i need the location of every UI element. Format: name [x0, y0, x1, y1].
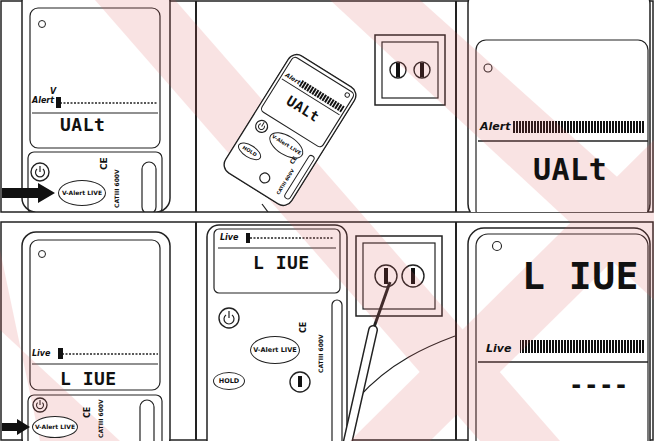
power-button	[31, 163, 49, 181]
bar-marker	[58, 348, 63, 359]
marking-text: CE	[300, 322, 308, 333]
lcd-text: UALt	[533, 155, 607, 185]
power-button	[253, 118, 270, 135]
marking-text: CATIII 600V	[318, 334, 324, 373]
power-indicator	[344, 92, 350, 98]
button-label: HOLD	[241, 145, 257, 158]
button-label: V-Alert LIVE	[62, 190, 102, 196]
press-arrow	[2, 419, 30, 435]
power-indicator	[493, 242, 502, 251]
tester-body	[220, 51, 359, 209]
lcd-text: V	[50, 88, 56, 96]
probe-slot	[332, 300, 342, 441]
lcd-text: L IUE	[253, 254, 310, 272]
watermark-band	[0, 250, 120, 441]
push-button: V-Alert LIVE	[58, 180, 106, 206]
marking-text: CATIII 600V	[114, 169, 120, 208]
lcd-display: VAlertUALt	[30, 88, 160, 140]
lcd-text: UALt	[60, 116, 105, 134]
lcd-text: Alert	[284, 72, 301, 86]
lcd-text: L IUE	[522, 257, 639, 295]
torch-button	[290, 372, 310, 392]
power-symbol	[36, 166, 45, 177]
lcd-text: UALt	[284, 93, 322, 124]
screen-frame	[30, 240, 160, 390]
lcd-text: Live	[32, 350, 50, 358]
bar-graph	[520, 340, 644, 353]
power-indicator	[39, 21, 46, 28]
bar-graph	[60, 102, 158, 104]
lcd-text: Live	[486, 343, 511, 354]
power-symbol	[257, 121, 266, 131]
probe-slot	[140, 400, 154, 441]
control-panel	[28, 152, 162, 212]
socket-contact	[396, 63, 400, 77]
lcd-text: Alert	[480, 121, 510, 132]
lcd-text: Alert	[32, 97, 54, 105]
press-arrow	[2, 183, 55, 203]
torch-button	[258, 171, 272, 185]
marking-text: CE	[100, 157, 109, 170]
probe-slot	[142, 162, 156, 212]
lcd-text: ----	[569, 373, 629, 397]
bar-graph	[62, 353, 158, 355]
lcd-text: L IUE	[60, 370, 117, 388]
bar-marker	[56, 97, 61, 108]
cable	[262, 204, 268, 212]
lcd-display: AlertUALt	[478, 117, 648, 197]
power-indicator	[39, 251, 46, 258]
watermark-band	[350, 140, 654, 441]
power-symbol	[224, 311, 234, 324]
push-button: V-Alert LIVE	[32, 416, 78, 438]
push-button: HOLD	[213, 372, 245, 390]
power-button	[219, 308, 239, 328]
bar-marker	[246, 233, 250, 243]
lcd-display: Live L IUE	[30, 345, 160, 395]
marking-text: CE	[84, 407, 92, 418]
lcd-text: Live	[220, 234, 238, 242]
push-button: V-Alert LIVE	[250, 336, 300, 364]
marking-text: CATIII 600V	[98, 399, 104, 438]
button-label: HOLD	[219, 378, 240, 385]
panel-divider	[195, 222, 197, 440]
torch-symbol	[298, 376, 302, 387]
lcd-display: L IUE Live ----	[484, 255, 644, 420]
lcd-display: Live L IUE	[218, 232, 336, 288]
lcd-rule	[32, 363, 158, 364]
button-label: V-Alert LIVE	[253, 347, 297, 354]
button-label: V-Alert LIVE	[35, 424, 75, 430]
lcd-rule	[32, 112, 158, 113]
